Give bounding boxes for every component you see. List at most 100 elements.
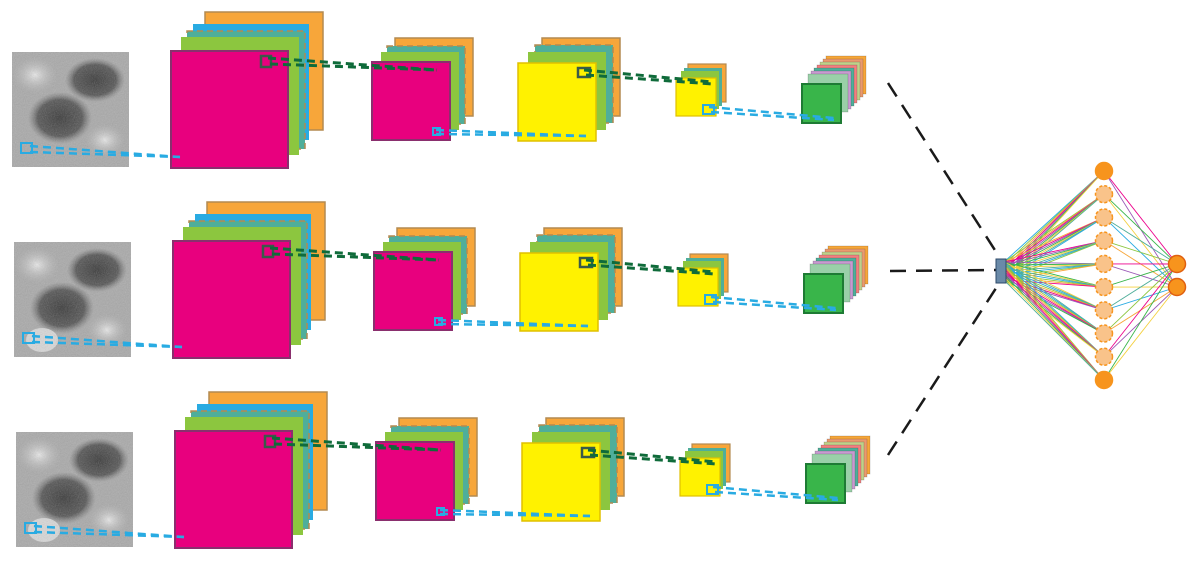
kernel-box <box>261 244 275 259</box>
merge-line-top <box>886 82 1002 259</box>
fc-edge <box>1103 263 1178 288</box>
conv-block-3 <box>517 37 621 142</box>
receptive-field-lines <box>29 56 835 159</box>
receptive-field-lines <box>33 436 839 539</box>
kernel-box <box>263 434 277 449</box>
hidden-neuron <box>1094 161 1114 181</box>
conv-block-2 <box>375 417 478 521</box>
fc-edge <box>1003 240 1105 266</box>
hidden-neuron <box>1094 370 1114 390</box>
connection-line <box>708 105 835 120</box>
feature-map-green <box>805 463 846 504</box>
fc-edge <box>1103 217 1178 265</box>
fc-edge <box>1003 264 1105 311</box>
kernel-box <box>702 104 715 115</box>
connection-line <box>273 442 442 452</box>
output-neuron <box>1167 254 1187 274</box>
fc-edge <box>1003 261 1105 265</box>
conv-block-1 <box>174 391 328 549</box>
feature-map-pink <box>170 50 289 169</box>
merge-line-bottom <box>886 281 1002 456</box>
feature-map-pink <box>174 430 293 549</box>
connection-line <box>269 246 440 262</box>
conv-block-3 <box>521 417 625 522</box>
conv-block-1 <box>172 201 326 359</box>
conv-block-2 <box>373 227 476 331</box>
fc-edge <box>1003 261 1105 288</box>
fc-edge <box>1003 240 1105 263</box>
fc-edge <box>1003 267 1105 311</box>
fc-edge <box>1003 240 1105 269</box>
branch-2 <box>14 201 869 359</box>
branch-1 <box>12 11 867 169</box>
fc-edge <box>1003 279 1105 381</box>
kernel-box <box>24 522 37 534</box>
fc-edge <box>1003 279 1105 358</box>
connection-line <box>710 295 837 310</box>
input-image <box>16 432 133 547</box>
hidden-neuron <box>1094 324 1114 343</box>
fc-edge <box>1003 261 1105 311</box>
fc-edge <box>1003 267 1105 288</box>
fc-edge <box>1003 264 1105 288</box>
conv-block-3 <box>519 227 623 332</box>
input-image <box>12 52 129 167</box>
connection-line <box>271 252 440 262</box>
hidden-neuron <box>1094 254 1114 274</box>
merge-line-middle <box>889 268 1001 273</box>
feature-map-pink <box>172 240 291 359</box>
fc-edge <box>1103 263 1178 311</box>
kernel-box <box>706 484 719 495</box>
input-image <box>14 242 131 357</box>
hidden-neuron <box>1094 301 1114 320</box>
connection-line <box>712 300 837 312</box>
kernel-box <box>578 256 594 269</box>
conv-block-4 <box>679 443 731 497</box>
conv-block-5 <box>805 435 871 504</box>
connection-line <box>585 73 714 86</box>
fc-edge <box>1103 263 1178 381</box>
kernel-box <box>704 294 717 305</box>
fc-edge <box>1103 240 1178 265</box>
feature-map-green <box>803 273 844 314</box>
fc-edge <box>1103 286 1178 381</box>
connection-line <box>267 56 438 72</box>
conv-block-4 <box>675 63 727 117</box>
fc-edge <box>1103 193 1178 265</box>
merge-lines <box>886 82 1002 456</box>
branch-3 <box>16 391 871 549</box>
conv-block-1 <box>170 11 324 169</box>
feature-map-green <box>801 83 842 124</box>
fc-edge <box>1003 263 1105 266</box>
hidden-neuron <box>1094 347 1114 367</box>
output-neuron <box>1167 277 1187 297</box>
kernel-box <box>20 142 33 154</box>
kernel-box <box>22 332 35 344</box>
connection-line <box>587 263 716 276</box>
conv-block-4 <box>677 253 729 307</box>
connection-line <box>589 453 718 466</box>
connection-line <box>271 436 442 452</box>
feature-map-yellow <box>519 252 599 332</box>
connection-line <box>714 490 839 502</box>
cnn-branches <box>12 11 871 549</box>
connection-line <box>710 110 835 122</box>
hidden-neuron <box>1094 184 1114 204</box>
connection-line <box>585 258 716 274</box>
fc-edge <box>1103 263 1178 358</box>
conv-block-2 <box>371 37 474 141</box>
feature-map-yellow <box>517 62 597 142</box>
kernel-box <box>576 66 592 79</box>
fc-edge <box>1003 263 1105 269</box>
receptive-field-lines <box>31 246 837 349</box>
hidden-neuron <box>1094 277 1114 297</box>
kernel-box <box>259 54 273 69</box>
hidden-neuron <box>1094 231 1114 250</box>
fc-edge <box>1103 263 1178 334</box>
feature-map-yellow <box>521 442 601 522</box>
connection-line <box>587 448 718 464</box>
conv-block-5 <box>803 245 869 314</box>
connection-line <box>583 68 714 84</box>
conv-block-5 <box>801 55 867 124</box>
